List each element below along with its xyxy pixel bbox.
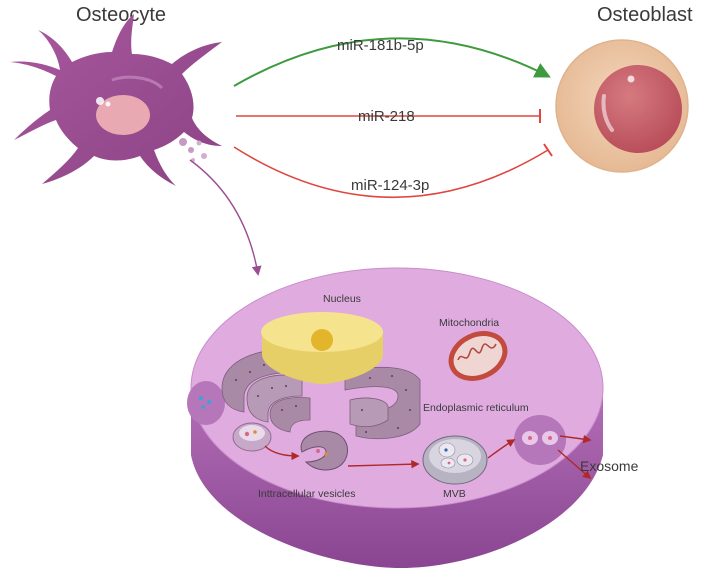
- mir-124-arrow: [233, 143, 553, 198]
- osteocyte-nucleus: [96, 95, 150, 135]
- nucleolus: [311, 329, 333, 351]
- osteoblast-nucleus: [594, 65, 682, 153]
- exosome-label: Exosome: [580, 458, 639, 474]
- mvb-label: MVB: [443, 488, 466, 500]
- intracellular-vesicle: [232, 422, 272, 452]
- nucleus-label: Nucleus: [323, 293, 361, 305]
- flow-arrow-3: [487, 439, 516, 459]
- vesicles-label: Inttracellular vesicles: [258, 488, 355, 500]
- multivesicular-body: [422, 435, 488, 485]
- mir-124-label: miR-124-3p: [351, 177, 429, 194]
- flow-arrow-1: [264, 445, 300, 461]
- er-label: Endoplasmic reticulum: [423, 402, 529, 414]
- mir-181b-arrow: [233, 37, 551, 87]
- flow-arrow-2: [347, 459, 420, 469]
- osteoblast-cell: [555, 39, 689, 173]
- mir-181b-label: miR-181b-5p: [337, 37, 424, 54]
- exosome-arrow-1: [559, 434, 592, 444]
- exosome-arrow-2: [557, 449, 592, 480]
- osteocyte-cell: [10, 14, 222, 186]
- osteoblast-title: Osteoblast: [597, 4, 693, 26]
- secretion-arrow: [189, 159, 262, 276]
- exocytosis-opening: [514, 415, 566, 465]
- mitochondria-label: Mitochondria: [439, 317, 499, 329]
- mir-218-label: miR-218: [358, 108, 415, 125]
- mir-218-arrow: [236, 109, 541, 123]
- osteocyte-title: Osteocyte: [76, 4, 166, 26]
- mitochondria: [448, 331, 508, 381]
- nucleus: [261, 312, 383, 384]
- early-endosome: [300, 430, 348, 471]
- left-budding-vesicle: [187, 381, 225, 425]
